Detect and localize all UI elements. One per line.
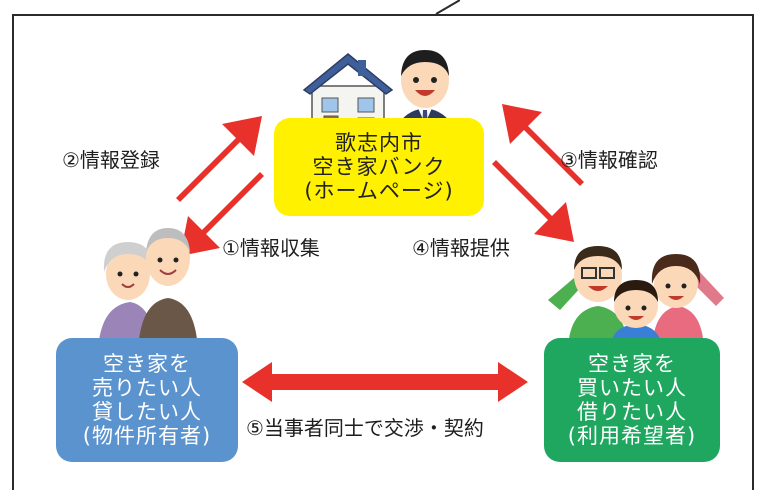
user-line-2: 買いたい人 bbox=[576, 376, 687, 400]
owner-line-2: 売りたい人 bbox=[91, 376, 202, 400]
owner-box: 空き家を 売りたい人 貸したい人 (物件所有者) bbox=[56, 338, 238, 462]
arrow-negotiate bbox=[242, 362, 528, 402]
akiya-bank-line-2: 空き家バンク bbox=[312, 155, 446, 179]
akiya-bank-line-1: 歌志内市 bbox=[335, 131, 423, 155]
step-provide-label: ④情報提供 bbox=[412, 236, 510, 260]
diagram-frame bbox=[12, 14, 754, 490]
user-line-4: (利用希望者) bbox=[567, 424, 697, 448]
arrow-collect bbox=[180, 172, 264, 256]
arrow-confirm bbox=[502, 104, 584, 186]
user-box: 空き家を 買いたい人 借りたい人 (利用希望者) bbox=[544, 338, 720, 462]
elderly-couple-icon bbox=[98, 228, 198, 352]
user-line-1: 空き家を bbox=[587, 352, 676, 376]
step-confirm-label: ③情報確認 bbox=[560, 148, 658, 172]
step-collect-label: ①情報収集 bbox=[222, 236, 320, 260]
arrow-provide bbox=[492, 160, 574, 242]
step-register-label: ②情報登録 bbox=[62, 148, 160, 172]
owner-line-3: 貸したい人 bbox=[91, 400, 202, 424]
owner-line-4: (物件所有者) bbox=[82, 424, 212, 448]
arrow-register bbox=[176, 116, 262, 202]
akiya-bank-box: 歌志内市 空き家バンク (ホームページ) bbox=[274, 118, 484, 216]
user-line-3: 借りたい人 bbox=[576, 400, 687, 424]
akiya-bank-line-3: (ホームページ) bbox=[304, 179, 454, 203]
family-icon bbox=[548, 246, 724, 348]
owner-line-1: 空き家を bbox=[102, 352, 191, 376]
step-negotiate-label: ⑤当事者同士で交渉・契約 bbox=[246, 416, 484, 440]
